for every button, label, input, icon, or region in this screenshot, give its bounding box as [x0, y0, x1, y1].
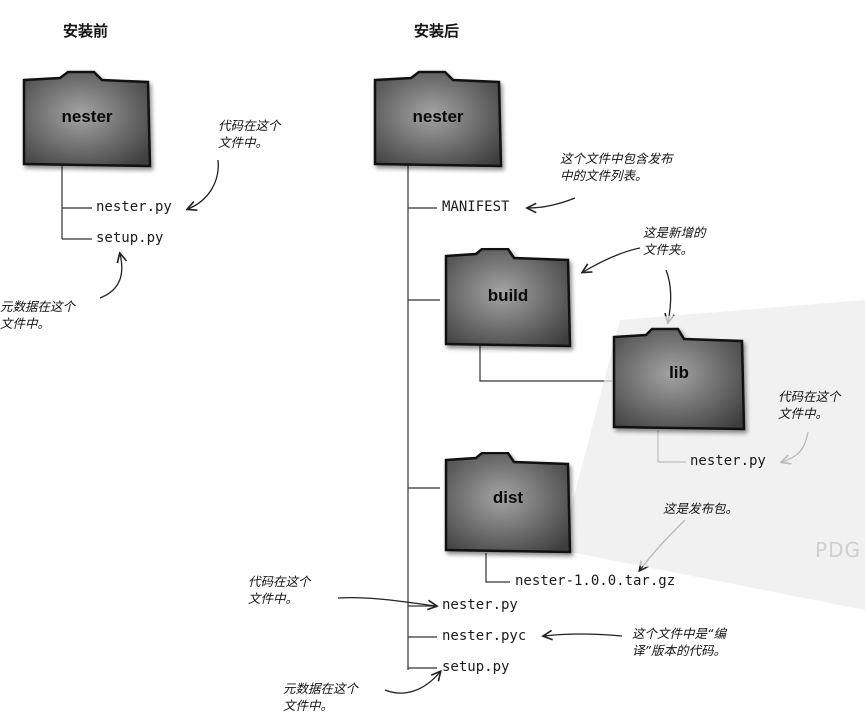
arrow-before-meta: [99, 254, 122, 299]
folder-dist: dist: [444, 452, 572, 554]
file-after-nester-py: nester.py: [442, 597, 518, 613]
note-before-code: 代码在这个 文件中。: [218, 118, 281, 150]
arrow-manifest: [528, 197, 576, 208]
tree-line-before: [61, 165, 92, 240]
arrow-meta: [384, 672, 440, 694]
folder-label-dist: dist: [492, 488, 524, 507]
folder-build: build: [444, 248, 572, 348]
heading-before: 安装前: [63, 22, 109, 40]
folder-label-nester-after: nester: [412, 107, 464, 126]
folder-icon: [22, 70, 152, 168]
heading-after: 安装后: [414, 22, 460, 40]
folder-label-build: build: [487, 286, 529, 305]
file-before-nester-py: nester.py: [96, 199, 172, 215]
tree-line-build: [479, 345, 612, 382]
arrow-before-code: [188, 159, 219, 209]
folder-icon: [444, 452, 572, 554]
folder-nester-after: nester: [373, 70, 503, 168]
file-before-setup-py: setup.py: [96, 230, 164, 246]
arrow-code: [337, 596, 436, 606]
note-build: 这是新增的 文件夹。: [643, 225, 706, 257]
note-after-meta: 元数据在这个 文件中。: [283, 681, 359, 713]
folder-lib: lib: [612, 327, 746, 431]
note-manifest: 这个文件中包含发布 中的文件列表。: [560, 151, 673, 183]
file-lib-nester-py: nester.py: [690, 453, 766, 469]
file-dist-tarball: nester-1.0.0.tar.gz: [515, 573, 676, 589]
folder-label-nester-before: nester: [61, 107, 113, 126]
folder-label-lib: lib: [669, 363, 689, 382]
note-dist: 这是发布包。: [663, 501, 739, 516]
arrow-pyc: [544, 634, 623, 636]
file-manifest: MANIFEST: [442, 199, 510, 215]
arrow-build: [583, 247, 641, 272]
folder-icon: [444, 248, 572, 348]
note-before-meta: 元数据在这个 文件中。: [0, 299, 76, 331]
file-after-nester-pyc: nester.pyc: [442, 628, 527, 644]
file-after-setup-py: setup.py: [442, 659, 510, 675]
folder-icon: [612, 327, 746, 431]
tree-line-dist: [485, 553, 510, 583]
folder-icon: [373, 70, 503, 168]
watermark-text: PDG: [815, 538, 861, 562]
note-lib: 代码在这个 文件中。: [778, 389, 841, 421]
note-after-pyc: 这个文件中是“编 译”版本的代码。: [632, 626, 726, 658]
folder-nester-before: nester: [22, 70, 152, 168]
note-after-code: 代码在这个 文件中。: [248, 574, 311, 606]
